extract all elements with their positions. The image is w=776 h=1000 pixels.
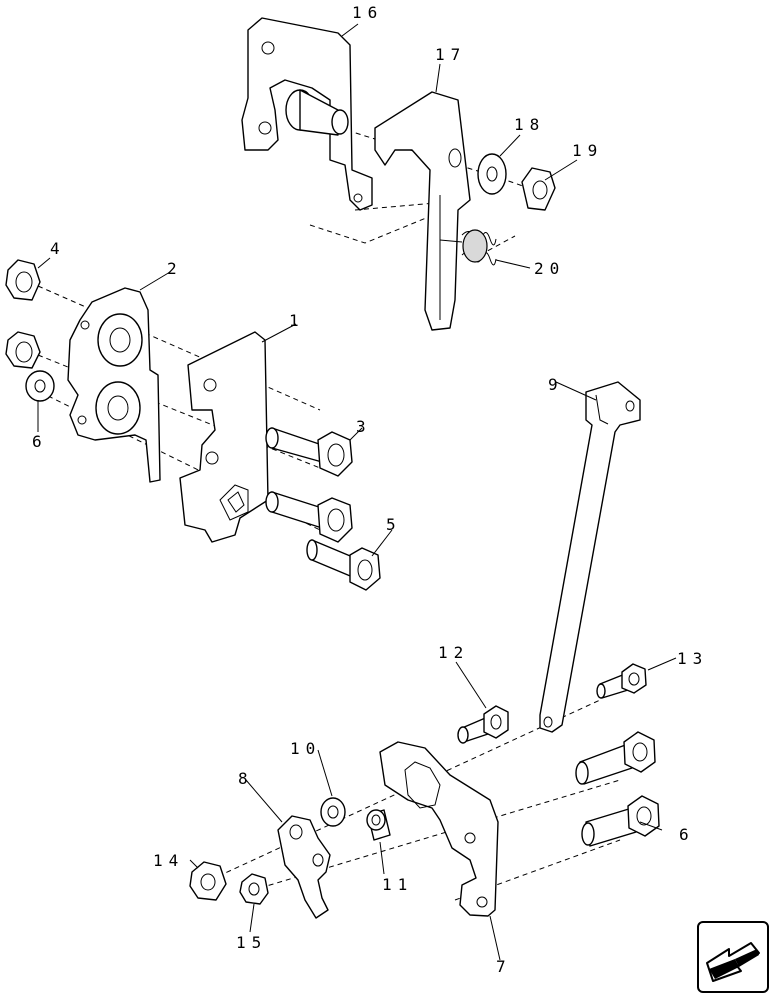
part-2-latch-assembly [67,287,161,483]
next-page-button[interactable] [697,921,769,993]
part-1-plate [179,331,269,543]
callout-15: 15 [236,933,267,952]
callout-14: 14 [153,851,184,870]
part-17-lever [374,91,471,331]
callout-18: 18 [514,115,545,134]
callout-11: 11 [382,875,413,894]
part-7-mounting-plate [379,741,499,917]
part-12-bolt [457,705,509,744]
part-4-nut [5,259,41,301]
part-10-bushing [320,797,346,827]
callout-2: 2 [167,259,183,278]
part-15-nut [239,873,269,905]
next-page-arrow-icon [706,942,760,982]
part-5-bolts [265,491,381,591]
callout-6-left: 6 [32,432,48,451]
part-3-bolt [265,427,353,477]
callout-13: 13 [677,649,708,668]
part-20-spring [439,229,497,266]
part-14-nut [189,861,227,901]
callout-1: 1 [289,311,305,330]
part-8-cam-link [277,815,331,919]
callout-12: 12 [438,643,469,662]
part-18-washer [477,153,507,195]
callout-8: 8 [238,769,254,788]
callout-9: 9 [548,375,564,394]
part-9-rod [539,381,641,733]
part-6-nut-lower [25,370,55,402]
leader-lines [37,23,677,961]
callout-7: 7 [496,957,512,976]
callout-10: 10 [290,739,321,758]
callout-16: 16 [352,3,383,22]
part-6-bolt-upper [575,731,656,785]
callout-5: 5 [386,515,402,534]
callout-3: 3 [356,417,372,436]
callout-17: 17 [435,45,466,64]
callout-20: 20 [534,259,565,278]
callout-6-right: 6 [679,825,695,844]
part-6-nut-upper [5,331,41,369]
part-19-nut [521,167,556,211]
callout-19: 19 [572,141,603,160]
part-13-bolt [596,663,647,699]
part-6-bolt-lower [581,795,660,847]
part-11-spacer [366,809,391,841]
part-16-bracket [241,17,373,211]
callout-labels: 16 17 18 19 20 4 2 1 3 5 6 9 12 13 10 8 … [32,3,708,976]
callout-4: 4 [50,239,66,258]
